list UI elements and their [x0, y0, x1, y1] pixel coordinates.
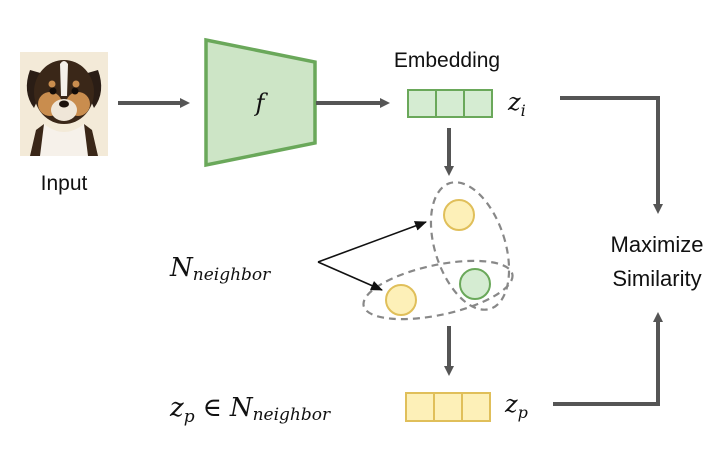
- neighbor-subscript: neighbor: [193, 265, 271, 285]
- neighbor-group-vertical: [429, 181, 511, 311]
- zp-right-base: z: [504, 390, 518, 418]
- zp-right-sub: p: [518, 403, 528, 422]
- pointer-to-top-group: [317, 221, 427, 263]
- zp-sub: p: [184, 407, 195, 427]
- maximize-similarity-line1: Maximize: [611, 232, 704, 257]
- encoder-f: [204, 37, 317, 168]
- arrow-zi-to-similarity: [560, 96, 663, 214]
- zp-right-label: zp: [504, 390, 528, 422]
- neighbor-node-top: [443, 199, 475, 231]
- neighbor-label: Nneighbor: [169, 253, 271, 285]
- membership-neighbor-subscript: neighbor: [253, 405, 331, 425]
- zp-membership-label: zp ∈Nneighbor: [169, 393, 331, 427]
- embedding-vector-zi: [407, 89, 493, 118]
- neighbor-node-left: [385, 284, 417, 316]
- pointer-to-bottom-group: [317, 261, 383, 291]
- input-label: Input: [41, 172, 88, 195]
- membership-neighbor-symbol: N: [229, 393, 254, 423]
- zi-label: zi: [507, 88, 526, 120]
- neighbor-vector-zp: [405, 392, 491, 422]
- zp-base: z: [169, 393, 184, 423]
- maximize-similarity-line2: Similarity: [612, 266, 701, 291]
- anchor-node: [459, 268, 491, 300]
- neighbor-symbol: N: [169, 253, 194, 283]
- zi-base: z: [507, 88, 521, 116]
- embedding-label: Embedding: [394, 49, 500, 72]
- neighbor-group-horizontal: [362, 259, 514, 321]
- input-image: [20, 52, 108, 156]
- arrow-zp-to-similarity: [553, 312, 663, 406]
- zi-sub: i: [521, 101, 526, 120]
- element-of-symbol: ∈: [203, 393, 222, 423]
